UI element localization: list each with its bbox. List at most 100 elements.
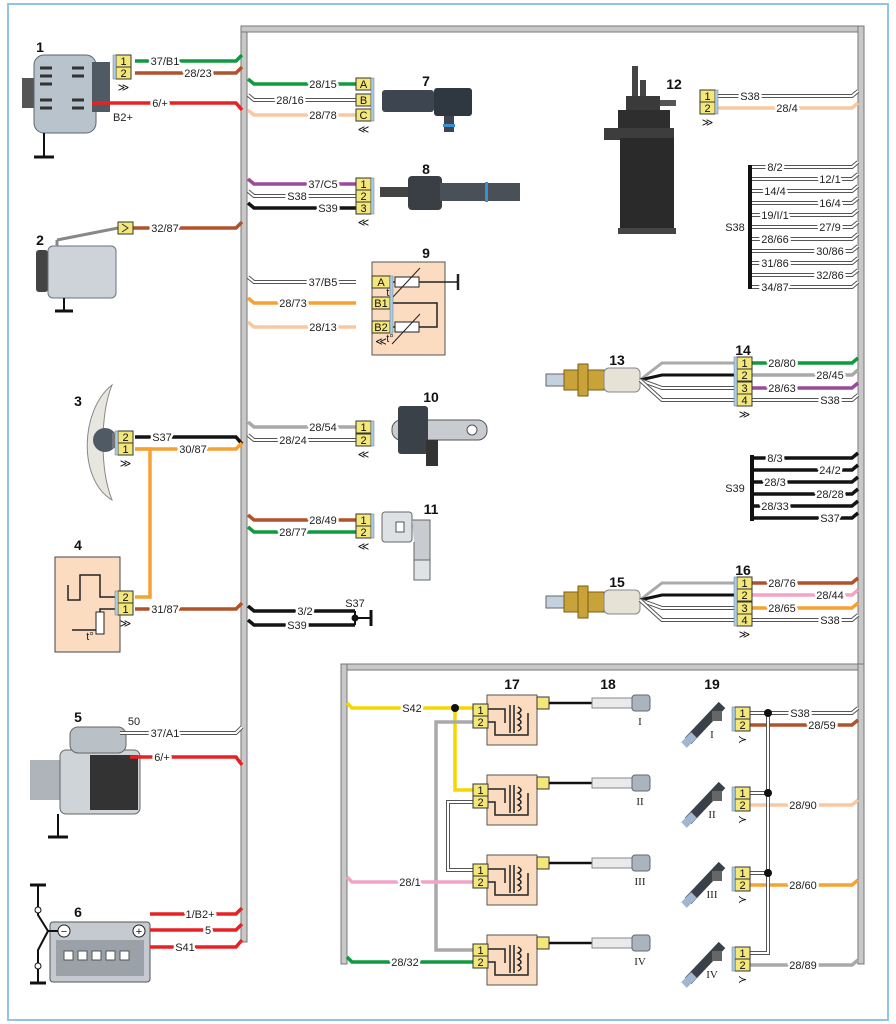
connector-housing xyxy=(731,786,736,812)
sensor-lead xyxy=(639,598,737,610)
connector-housing xyxy=(389,275,394,334)
splice-bar-s38 xyxy=(748,165,752,289)
wire-label: 28/76 xyxy=(768,578,796,590)
wire-label: 37/B5 xyxy=(309,277,338,289)
pin-label: 2 xyxy=(122,432,128,444)
wire-label: 28/80 xyxy=(768,358,796,370)
connector-type-mark: ≪ xyxy=(358,217,370,229)
wire-label: 32/86 xyxy=(816,270,844,282)
cylinder-label: III xyxy=(635,876,646,888)
wire xyxy=(752,394,859,401)
wire xyxy=(246,513,356,522)
spark-plug xyxy=(591,857,633,869)
wire xyxy=(133,220,244,230)
connector-type-mark: ≻ xyxy=(738,894,747,906)
wire-label: 6/+ xyxy=(154,752,170,764)
pin-label: 1 xyxy=(739,948,745,960)
wire xyxy=(752,245,859,252)
wire-label: 28/3 xyxy=(764,477,785,489)
connector-type-mark: ≪ xyxy=(358,449,370,461)
wire xyxy=(246,525,356,534)
wire-label: 19/I/1 xyxy=(761,210,789,222)
pin-label: 2 xyxy=(122,592,128,604)
wire xyxy=(246,177,356,186)
pin-label: B xyxy=(360,95,367,107)
pin-label: 4 xyxy=(741,615,747,627)
injector-cylinder-label: III xyxy=(707,889,718,901)
wire xyxy=(752,209,859,216)
connector-type-mark: ≫ xyxy=(739,629,751,641)
wire xyxy=(345,955,473,964)
wire-label: S41 xyxy=(175,942,195,954)
connector-pin xyxy=(472,955,489,969)
wire xyxy=(750,713,769,954)
wires: 37/B128/236/+32/87S3730/8731/8737/A16/+1… xyxy=(92,54,860,975)
pin-label: A xyxy=(360,79,368,91)
pin-label: B2 xyxy=(374,322,387,334)
wire-label: S39 xyxy=(287,620,307,632)
wire-label: 28/63 xyxy=(768,383,796,395)
wire-label: 28/4 xyxy=(776,103,797,115)
pin-label: 1 xyxy=(122,604,128,616)
pin-label: 1 xyxy=(477,705,483,717)
wire xyxy=(246,201,356,210)
crankshaft-sensor xyxy=(391,406,488,466)
wire xyxy=(752,221,859,228)
connector-housing xyxy=(370,77,375,122)
wire xyxy=(345,875,473,884)
wire xyxy=(752,588,860,597)
wire-label: 16/4 xyxy=(819,198,840,210)
wire-label: 28/59 xyxy=(808,720,836,732)
frame xyxy=(7,3,889,1021)
wire-label: 28/60 xyxy=(789,880,817,892)
pin-label: 2 xyxy=(360,435,366,447)
wire-label: 1/B2+ xyxy=(185,909,214,921)
wire-label: 28/23 xyxy=(184,68,212,80)
pin-label: 2 xyxy=(477,877,483,889)
svg-text:−: − xyxy=(61,926,67,938)
alternator xyxy=(22,54,110,159)
wire xyxy=(752,161,859,168)
wire xyxy=(447,801,473,871)
wire xyxy=(246,77,356,86)
pin-label: 2 xyxy=(739,880,745,892)
ignition-coil xyxy=(486,774,538,826)
pin-label: 1 xyxy=(739,868,745,880)
wire-label: S38 xyxy=(790,708,810,720)
label-7: 7 xyxy=(422,73,430,89)
pin-label: 2 xyxy=(739,720,745,732)
wire-label: 14/4 xyxy=(764,186,785,198)
fan-relay-box: t° xyxy=(54,556,121,653)
wire-label: 28/90 xyxy=(789,800,817,812)
connector-type-mark: ≫ xyxy=(118,82,130,94)
compressor-connector xyxy=(117,221,134,235)
pin-label: A xyxy=(377,277,385,289)
pin-label: 2 xyxy=(360,191,366,203)
cylinder-label: I xyxy=(638,716,642,728)
connector-housing xyxy=(370,513,375,539)
wire-label: 31/87 xyxy=(151,604,179,616)
label-5: 5 xyxy=(74,709,82,725)
coil-output-connector xyxy=(536,936,550,950)
wire xyxy=(247,434,356,441)
wire xyxy=(130,755,244,767)
splice-dot xyxy=(764,869,772,877)
wire-outline xyxy=(750,713,770,955)
splice-dot xyxy=(764,789,772,797)
wire xyxy=(246,296,356,305)
wire xyxy=(754,487,860,496)
wire xyxy=(150,938,244,949)
wire xyxy=(754,511,860,520)
ignition-coil xyxy=(486,934,538,986)
connector-type-mark: ≫ xyxy=(702,117,714,129)
wire-outline xyxy=(446,800,473,872)
connector-housing xyxy=(731,866,736,892)
wire xyxy=(752,269,859,276)
label-6: 6 xyxy=(74,904,82,920)
connector-type-mark: ≫ xyxy=(120,458,132,470)
pin-label: 2 xyxy=(739,800,745,812)
wire xyxy=(752,368,860,377)
wire-label: 28/1 xyxy=(399,877,420,889)
connector-housing xyxy=(370,420,375,447)
